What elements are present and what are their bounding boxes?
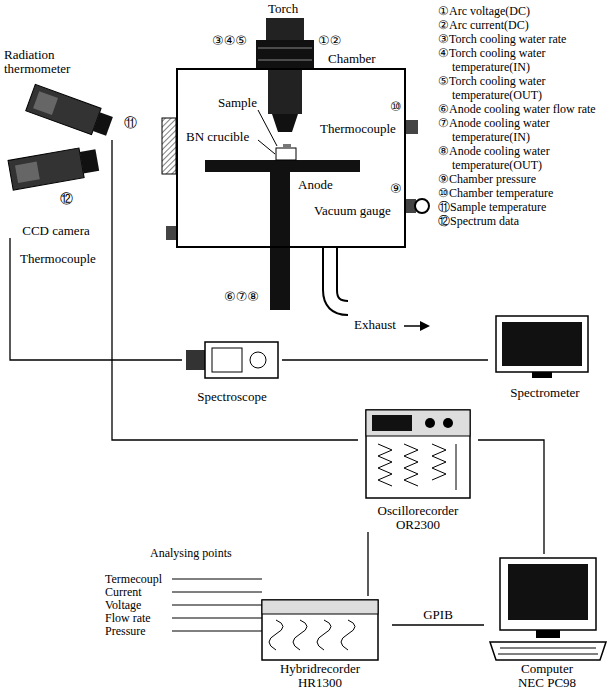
- exhaust-pipe: [330, 248, 348, 308]
- bn-crucible: [276, 148, 296, 160]
- callout-number: ⑪: [124, 116, 137, 130]
- vacuum-gauge: [415, 199, 429, 213]
- leader-line: [258, 110, 277, 146]
- ccd-camera: [8, 145, 100, 190]
- device-label: Spectroscope: [182, 390, 282, 404]
- parameter-note: ②Arc current(DC): [438, 18, 614, 32]
- label-stack: Spectroscope: [182, 390, 282, 404]
- device-label: CCD camera: [4, 224, 108, 238]
- part-label: Exhaust: [354, 318, 396, 332]
- hybridrecorder-node: HybridrecorderHR1300: [248, 596, 392, 690]
- parameter-note: ⑩Chamber temperature: [438, 186, 614, 200]
- device-label: NEC PC98: [484, 676, 610, 690]
- oscillorecorder: [366, 410, 470, 498]
- part-label: Termecoupl: [105, 572, 162, 586]
- chamber-box: Chamber: [176, 68, 406, 248]
- device-label: OR2300: [358, 518, 478, 532]
- callout-number: ⑨: [390, 182, 402, 196]
- parameter-note: ⑤Torch cooling water temperature(OUT): [438, 74, 614, 102]
- callout-number: ⑥⑦⑧: [224, 290, 259, 304]
- anode: [205, 160, 360, 172]
- spectroscope-node: Spectroscope: [182, 336, 282, 404]
- anode: [270, 172, 290, 310]
- signal-wires: [172, 579, 262, 631]
- label-stack: CCD camera: [4, 224, 108, 238]
- parameter-note: ⑫Spectrum data: [438, 214, 614, 228]
- device-label: Oscillorecorder: [358, 504, 478, 518]
- label-stack: Radiation thermometer: [4, 48, 88, 76]
- radiation-thermometer: [26, 84, 115, 139]
- spectrometer: [496, 316, 588, 378]
- signal-cable: [10, 238, 182, 360]
- part-label: Voltage: [105, 598, 141, 612]
- parameter-note: ④Torch cooling water temperature(IN): [438, 46, 614, 74]
- parameter-note: ⑧Anode cooling water temperature(OUT): [438, 144, 614, 172]
- parameter-note: ⑪Sample temperature: [438, 200, 614, 214]
- parameter-note: ③Torch cooling water rate: [438, 32, 614, 46]
- exhaust-pipe: [330, 248, 348, 308]
- device-label: Computer: [484, 662, 610, 676]
- signal-cable: [112, 140, 358, 440]
- part-label: Vacuum gauge: [314, 204, 391, 218]
- thermocouple-port: [406, 120, 418, 134]
- view-window: [162, 118, 176, 174]
- parameter-note: ⑥Anode cooling water flow rate: [438, 102, 614, 116]
- parameter-note: ⑨Chamber pressure: [438, 172, 614, 186]
- part-label: Thermocouple: [320, 122, 396, 136]
- hybridrecorder: [262, 600, 378, 660]
- label-stack: ComputerNEC PC98: [484, 662, 610, 690]
- torch: [256, 18, 314, 132]
- part-label: Flow rate: [105, 611, 151, 625]
- ccd-camera-node: CCD camera: [4, 140, 108, 238]
- parameter-list: ①Arc voltage(DC)②Arc current(DC)③Torch c…: [438, 4, 614, 228]
- label-stack: Chamber: [328, 52, 376, 66]
- device-label: Spectrometer: [488, 386, 602, 400]
- part-label: Anode: [298, 178, 333, 192]
- sample: [283, 144, 291, 148]
- callout-number: ⑩: [390, 100, 402, 114]
- label-stack: HybridrecorderHR1300: [248, 662, 392, 690]
- part-label: Thermocouple: [20, 252, 96, 266]
- computer: [490, 558, 606, 660]
- device-label: HR1300: [248, 676, 392, 690]
- signal-cable: [392, 624, 484, 625]
- device-label: Chamber: [328, 52, 376, 66]
- callout-number: ①②: [318, 34, 341, 48]
- spectroscope: [186, 342, 278, 378]
- radiation-thermometer-node: Radiation thermometer: [4, 48, 120, 140]
- device-label: Hybridrecorder: [248, 662, 392, 676]
- label-stack: OscillorecorderOR2300: [358, 504, 478, 532]
- parameter-note: ⑦Anode cooling water temperature(IN): [438, 116, 614, 144]
- computer-node: ComputerNEC PC98: [484, 554, 610, 690]
- edge-label: GPIB: [421, 608, 455, 622]
- leader-line: [258, 140, 275, 154]
- oscillorecorder-node: OscillorecorderOR2300: [358, 404, 478, 532]
- part-label: Sample: [218, 96, 257, 110]
- signal-cable: [478, 440, 544, 554]
- part-label: BN crucible: [186, 130, 249, 144]
- exhaust-arrow: [404, 325, 422, 327]
- signal-cable: [282, 359, 488, 360]
- part-label: Pressure: [105, 624, 146, 638]
- signal-cable: [367, 532, 368, 596]
- spectrometer-node: Spectrometer: [488, 312, 602, 400]
- parameter-note: ①Arc voltage(DC): [438, 4, 614, 18]
- callout-number: ③④⑤: [212, 34, 247, 48]
- callout-number: ⑫: [60, 192, 73, 206]
- thermocouple-port: [166, 226, 176, 240]
- part-label: Analysing points: [150, 546, 232, 560]
- exhaust-arrow: [420, 321, 430, 331]
- part-label: Torch: [268, 2, 298, 16]
- part-label: Current: [105, 585, 142, 599]
- label-stack: Spectrometer: [488, 386, 602, 400]
- device-label: Radiation thermometer: [4, 48, 88, 76]
